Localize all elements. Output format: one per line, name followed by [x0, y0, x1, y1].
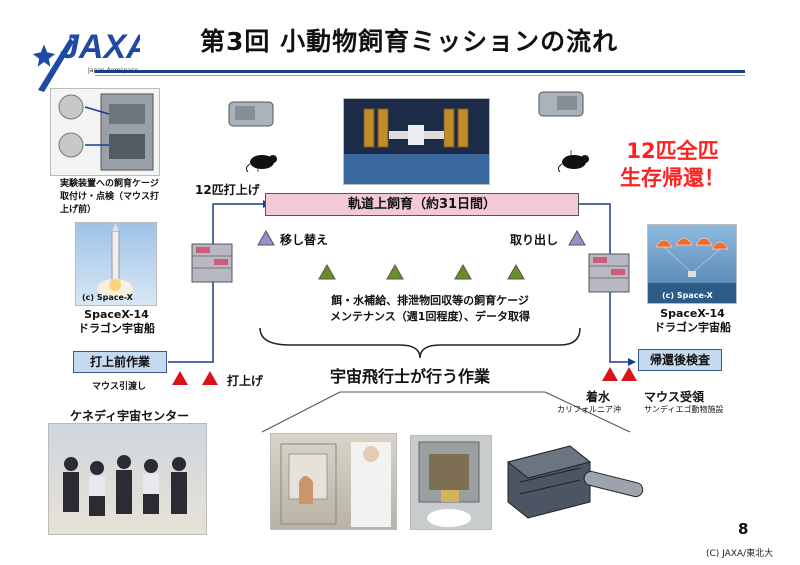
kennedy-label: ケネディ宇宙センター [70, 409, 190, 423]
habitat-unit-right [538, 91, 584, 117]
astronaut-work-photo [270, 433, 397, 530]
page-title: 第3回 小動物飼育ミッションの流れ [200, 27, 619, 56]
cage-install-caption: 実験装置への飼育ケージ 取付け・点検（マウス打 上げ前） [60, 179, 160, 215]
mouse-icon-right [558, 155, 589, 172]
receive-place: サンディエゴ動物施設 [644, 405, 724, 414]
prelaunch-work-box: 打上前作業 [73, 351, 167, 373]
mouse-icon-left [246, 155, 277, 172]
cage-install-photo [50, 88, 160, 176]
transfer-label: 移し替え [280, 233, 329, 247]
logo-text: JAXA [60, 28, 140, 66]
return-photo-credit: (c) Space-X [662, 291, 713, 300]
launch-vehicle-label: SpaceX-14 ドラゴン宇宙船 [78, 308, 155, 335]
maintenance-markers [318, 263, 525, 280]
return-vehicle-label: SpaceX-14 ドラゴン宇宙船 [654, 307, 731, 334]
iss-photo [343, 98, 490, 185]
launch-photo: (c) Space-X [75, 222, 157, 306]
splashdown-label: 着水 [586, 390, 611, 404]
result-text: 12匹全匹 生存帰還！ [620, 139, 725, 190]
launch-label: 打上げ [227, 374, 264, 388]
kennedy-team-photo [48, 423, 207, 535]
cage-module-right [588, 253, 630, 293]
copyright-credit: (C) JAXA/東北大 [706, 549, 774, 559]
page-number: 8 [738, 520, 749, 538]
maintenance-text: 餌・水補給、排泄物回収等の飼育ケージ メンテナンス（週1回程度）、データ取得 [330, 294, 530, 323]
title-underline [95, 70, 745, 73]
title-underline-thin [95, 75, 745, 76]
post-return-box: 帰還後検査 [638, 349, 722, 371]
launch-photo-credit: (c) Space-X [82, 293, 133, 302]
orbit-rearing-box: 軌道上飼育（約31日間） [265, 193, 579, 216]
cage-module-left [191, 243, 233, 283]
return-red-markers [602, 367, 637, 381]
retrieve-marker [568, 230, 586, 246]
transfer-marker [257, 230, 275, 246]
launch-count-label: 12匹打上げ [195, 183, 260, 197]
prelaunch-red-markers [172, 371, 218, 385]
habitat-unit-left [228, 101, 274, 127]
receive-label: マウス受領 [644, 390, 705, 404]
retrieve-label: 取り出し [510, 233, 559, 247]
mouse-handover-label: マウス引渡し [92, 382, 147, 392]
astronaut-work-label: 宇宙飛行士が行う作業 [330, 367, 491, 386]
return-photo: (c) Space-X [647, 224, 737, 304]
splashdown-place: カリフォルニア沖 [557, 405, 621, 414]
cage-closeup-photo [410, 435, 492, 530]
habitat-cad-render [506, 445, 644, 519]
